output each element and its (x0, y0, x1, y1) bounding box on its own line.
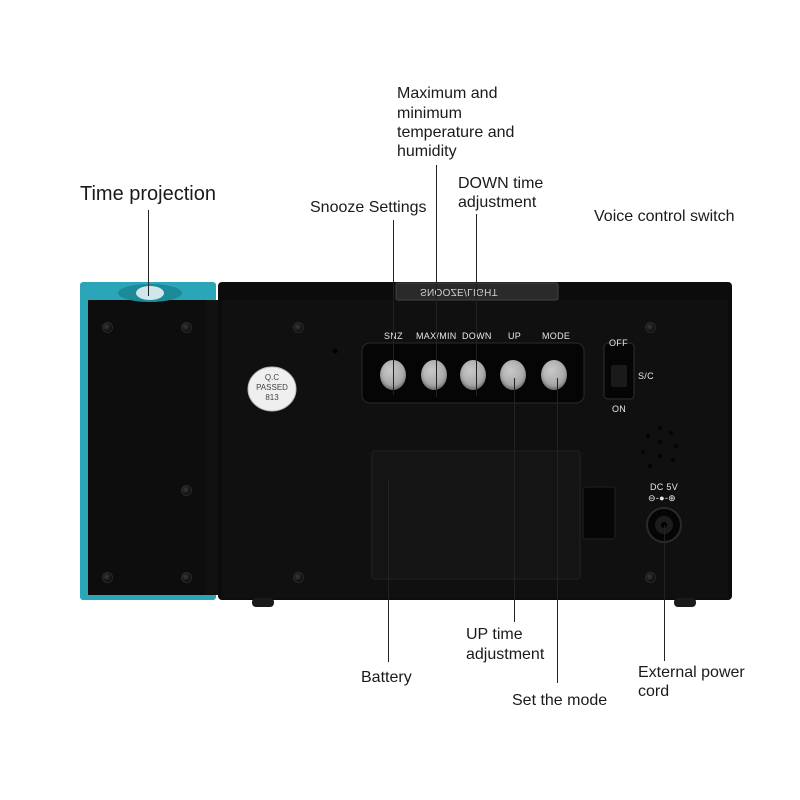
leader-time-projection (148, 210, 149, 296)
callout-maxmin-1: Maximum and (397, 85, 498, 102)
callout-up-1: UP time (466, 626, 523, 643)
callout-maxmin-4: humidity (397, 143, 457, 160)
qc-sticker: Q.C PASSED 813 (250, 373, 294, 403)
screw (181, 485, 192, 496)
screw (645, 572, 656, 583)
qc-line-1: Q.C (264, 373, 280, 382)
snooze-light-bar-label: SNOOZE/LIGHT (420, 286, 499, 297)
callout-power-1: External power (638, 664, 745, 681)
screw (181, 572, 192, 583)
up-button[interactable] (500, 360, 526, 390)
switch-on-label: ON (612, 404, 627, 414)
voice-control-switch[interactable] (611, 365, 627, 387)
callout-voice-switch: Voice control switch (594, 208, 735, 225)
screw (293, 572, 304, 583)
callout-maxmin-2: minimum (397, 105, 462, 122)
leader-down (476, 214, 477, 396)
switch-off-label: OFF (609, 338, 628, 348)
button-label-up: UP (508, 331, 522, 341)
leader-battery (388, 479, 389, 662)
screw (102, 572, 113, 583)
down-button[interactable] (460, 360, 486, 390)
dc-voltage-label: DC 5V (650, 482, 679, 492)
screw (645, 322, 656, 333)
max-min-button[interactable] (421, 360, 447, 390)
callout-snooze: Snooze Settings (310, 199, 427, 216)
leader-power (664, 525, 665, 661)
callout-power-2: cord (638, 683, 670, 700)
dc-polarity-icon: ⊖-●-⊕ (648, 493, 677, 503)
switch-name-label: S/C (638, 371, 654, 381)
qc-line-2: PASSED (256, 383, 288, 392)
callout-mode: Set the mode (512, 692, 608, 709)
screw (293, 322, 304, 333)
leader-maxmin (436, 165, 437, 397)
qc-line-3: 813 (265, 393, 279, 402)
callout-battery: Battery (361, 669, 412, 686)
screw (102, 322, 113, 333)
leader-snooze (393, 220, 394, 395)
callout-down-2: adjustment (458, 194, 537, 211)
leader-mode (557, 378, 558, 683)
button-label-mode: MODE (542, 331, 571, 341)
rubber-foot (252, 598, 274, 607)
callout-up-2: adjustment (466, 646, 545, 663)
mode-button[interactable] (541, 360, 567, 390)
callout-maxmin-3: temperature and (397, 124, 515, 141)
callout-down-1: DOWN time (458, 175, 544, 192)
screw (181, 322, 192, 333)
leader-up (514, 378, 515, 622)
callout-time-projection: Time projection (80, 183, 216, 205)
rubber-foot (674, 598, 696, 607)
